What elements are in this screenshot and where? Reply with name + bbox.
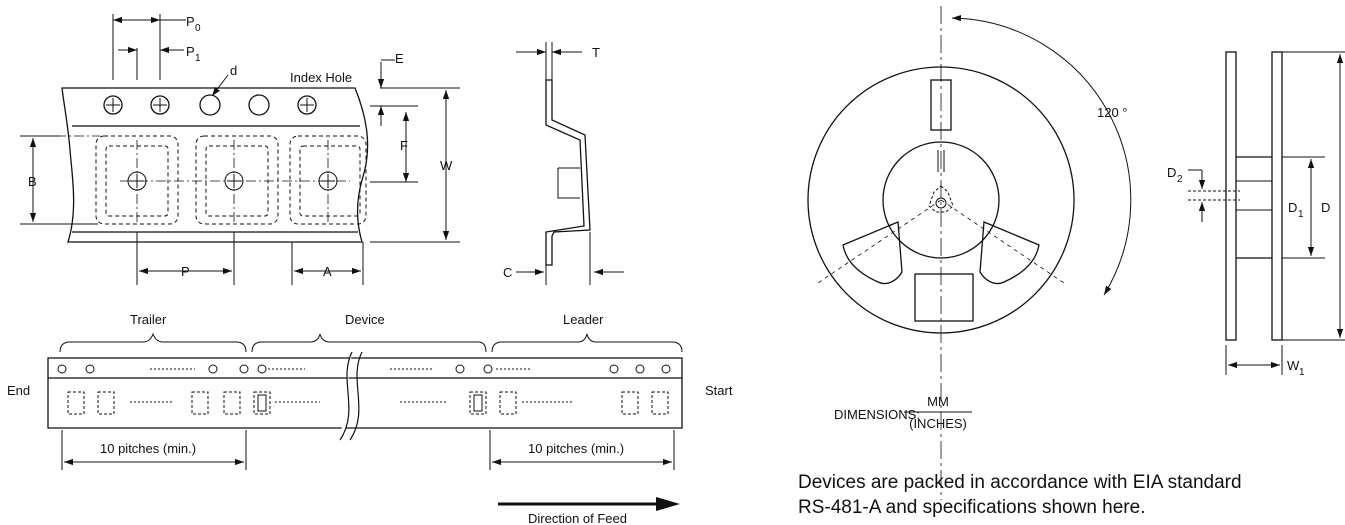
- label-w1-sub: 1: [1299, 367, 1305, 378]
- label-w: W: [440, 158, 453, 173]
- label-trailer-pitch: 10 pitches (min.): [100, 441, 196, 456]
- dimensions-label: DIMENSIONS:: [834, 407, 920, 422]
- label-start: Start: [705, 383, 733, 398]
- label-trailer: Trailer: [130, 312, 167, 327]
- label-t: T: [592, 45, 600, 60]
- label-d1-sub: 1: [1298, 209, 1304, 220]
- index-holes: [103, 94, 317, 116]
- packing-note-line2: RS-481-A and specifications shown here.: [798, 497, 1146, 518]
- label-p: P: [181, 264, 190, 279]
- reel-front-drawing: [807, 6, 1132, 500]
- label-d: D: [1321, 200, 1330, 215]
- label-p1: P: [186, 44, 195, 59]
- label-d2: D: [1167, 165, 1176, 180]
- dimensions-numerator: MM: [927, 394, 949, 409]
- label-w1: W: [1287, 358, 1300, 373]
- tape-outline: [61, 87, 369, 243]
- label-p0-sub: 0: [195, 23, 201, 34]
- label-d: d: [230, 63, 237, 78]
- label-d1: D: [1288, 200, 1297, 215]
- label-p1-sub: 1: [195, 53, 201, 64]
- packing-note-line1: Devices are packed in accordance with EI…: [798, 472, 1242, 493]
- reel-side-drawing: [1188, 51, 1345, 375]
- carrier-tape-drawing: [20, 14, 460, 285]
- label-b: B: [28, 174, 37, 189]
- label-direction: Direction of Feed: [528, 511, 627, 525]
- label-end: End: [7, 383, 30, 398]
- label-leader: Leader: [563, 312, 604, 327]
- label-angle: 120 °: [1097, 105, 1128, 120]
- label-e: E: [395, 51, 404, 66]
- center-lines: [38, 135, 350, 222]
- dimensions-denominator: (INCHES): [909, 416, 967, 431]
- label-leader-pitch: 10 pitches (min.): [528, 441, 624, 456]
- label-device: Device: [345, 312, 385, 327]
- label-c: C: [503, 265, 512, 280]
- label-a: A: [323, 264, 332, 279]
- tape-strip-drawing: [47, 332, 683, 511]
- label-f: F: [400, 138, 408, 153]
- tape-dimensions: [20, 14, 460, 285]
- label-d2-sub: 2: [1177, 174, 1183, 185]
- tape-side-profile: [516, 42, 624, 285]
- label-index-hole: Index Hole: [290, 70, 352, 85]
- packing-note: Devices are packed in accordance with EI…: [798, 470, 1318, 520]
- label-p0: P: [186, 14, 195, 29]
